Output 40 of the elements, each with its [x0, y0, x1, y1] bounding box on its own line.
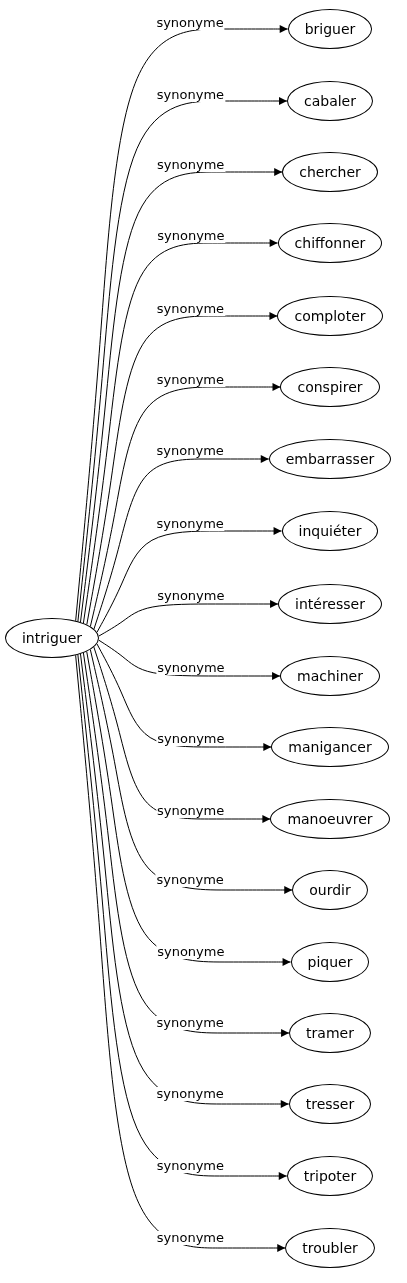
word-ellipse [5, 618, 99, 658]
arrow [82, 239, 279, 624]
arrow [86, 312, 278, 626]
edge-label: synonyme [155, 1159, 225, 1174]
edge-label: synonyme [155, 1087, 225, 1102]
edge-label: synonyme [155, 873, 225, 888]
word-text: machiner [297, 668, 363, 684]
word-text: briguer [304, 21, 356, 37]
arrow [98, 639, 281, 680]
word-text: embarrasser [285, 451, 375, 467]
word-text: comploter [294, 308, 366, 324]
word-text: troubler [302, 1240, 358, 1256]
word-text: manigancer [288, 739, 372, 755]
edge-label: synonyme [155, 1016, 225, 1031]
arrow [80, 168, 283, 623]
word-text: chercher [299, 164, 361, 180]
arrow [80, 653, 290, 1108]
arrow [82, 652, 290, 1037]
arrow [96, 643, 272, 751]
arrow [93, 646, 271, 823]
edge-label: synonyme [156, 945, 226, 960]
arrow [86, 651, 292, 966]
arrow [98, 600, 279, 637]
word-text: ourdir [309, 882, 351, 898]
edge-label: synonyme [155, 1231, 225, 1246]
word-text: tramer [306, 1025, 354, 1041]
word-text: cabaler [304, 93, 356, 109]
arrow [89, 383, 281, 627]
word-text: tresser [305, 1096, 355, 1112]
word-text: inquiéter [298, 523, 362, 539]
arrow [93, 455, 270, 630]
word-text: manoeuvrer [287, 811, 373, 827]
word-text: intéresser [295, 596, 365, 612]
word-text: intriguer [22, 630, 82, 646]
word-text: piquer [307, 954, 353, 970]
arrow [96, 527, 283, 633]
arrow [89, 649, 293, 894]
word-text: tripoter [303, 1168, 357, 1184]
word-text: conspirer [297, 379, 363, 395]
word-text: chiffonner [294, 235, 366, 251]
